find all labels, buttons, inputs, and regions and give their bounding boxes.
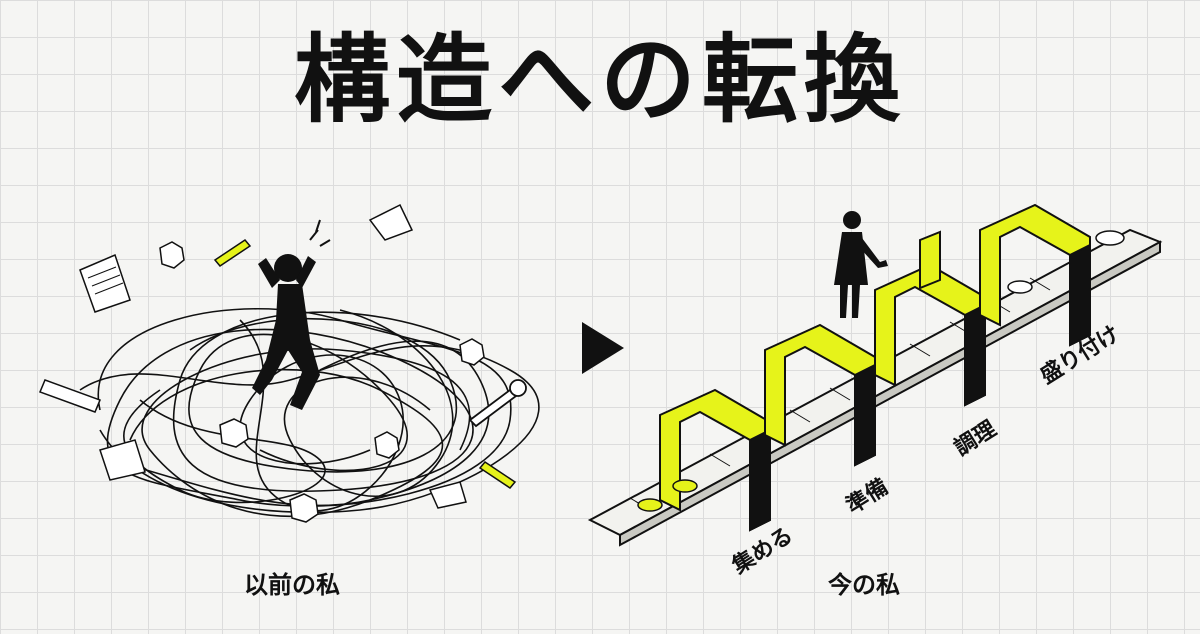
chaos-illustration: [39, 203, 540, 523]
arrow-right-icon: [582, 322, 624, 374]
left-caption: 以前の私: [244, 571, 340, 599]
pencil-icon: [213, 239, 517, 489]
conveyor-illustration: [587, 203, 1163, 547]
paper-icon: [79, 203, 467, 509]
crumpled-paper-icon: [159, 241, 485, 523]
page-title: 構造への転換: [294, 24, 906, 136]
right-caption: 今の私: [828, 571, 900, 599]
wrench-icon: [468, 379, 527, 428]
